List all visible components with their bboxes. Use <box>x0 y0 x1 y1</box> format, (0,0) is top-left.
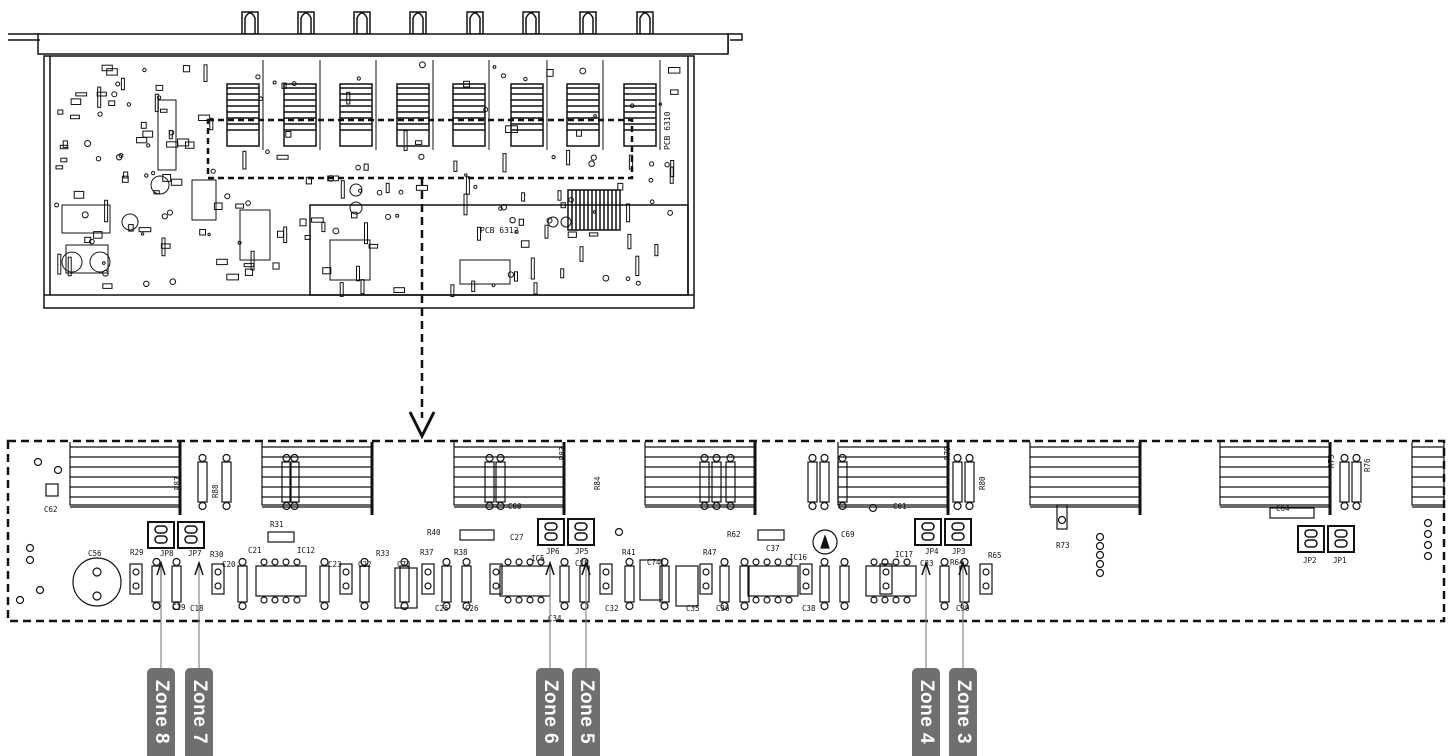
label-r76: R76 <box>1363 458 1372 472</box>
knob-6 <box>522 11 540 35</box>
zone-label: Zone 3 <box>953 679 974 745</box>
knob-5 <box>466 11 484 35</box>
zone-label: Zone 6 <box>540 679 561 745</box>
label-c21: C21 <box>248 546 262 555</box>
zone-label: Zone 5 <box>576 679 597 745</box>
label-c74: C74 <box>647 558 661 567</box>
label-ic16: IC16 <box>789 553 808 562</box>
label-r75: R75 <box>1327 454 1336 468</box>
pcb-label-vertical: PCB 6310 <box>663 111 672 150</box>
label-r29: R29 <box>130 548 144 557</box>
label-r31: R31 <box>270 520 284 529</box>
knob-7 <box>579 11 597 35</box>
label-jp3: JP3 <box>952 547 966 556</box>
label-c62: C62 <box>44 505 58 514</box>
label-r38: R38 <box>454 548 468 557</box>
label-c26: C26 <box>465 604 479 613</box>
zone-tab-4: Zone 5 <box>572 668 600 756</box>
zone-tab-5: Zone 4 <box>912 668 940 756</box>
label-c25: C25 <box>435 604 449 613</box>
label-c73: C73 <box>397 560 411 569</box>
zone-tab-6: Zone 3 <box>949 668 977 756</box>
knob-4 <box>409 11 427 35</box>
label-r83: R83 <box>558 446 567 460</box>
zone-pointers <box>156 560 968 670</box>
knob-8 <box>636 11 654 35</box>
label-c20: C20 <box>222 560 236 569</box>
label-jp2: JP2 <box>1303 556 1317 565</box>
label-jp4: JP4 <box>925 547 939 556</box>
large-heatsink <box>567 189 621 231</box>
zone-label: Zone 7 <box>189 679 210 745</box>
label-r33: R33 <box>376 549 390 558</box>
chassis-outline <box>43 55 695 309</box>
label-c37: C37 <box>766 544 780 553</box>
detail-components <box>15 453 1433 611</box>
label-c23: C23 <box>328 560 342 569</box>
label-jp1: JP1 <box>1333 556 1347 565</box>
capacitor-c56 <box>72 557 122 607</box>
label-c36: C36 <box>716 604 730 613</box>
top-heatsinks <box>226 60 661 150</box>
label-jp7: JP7 <box>188 549 202 558</box>
label-r84: R84 <box>593 476 602 490</box>
zone-tab-3: Zone 6 <box>536 668 564 756</box>
zone-label: Zone 4 <box>916 679 937 745</box>
detail-frame <box>6 439 1446 623</box>
label-c18: C18 <box>190 604 204 613</box>
label-c56: C56 <box>88 549 102 558</box>
label-r73: R73 <box>1056 541 1070 550</box>
label-r80: R80 <box>978 476 987 490</box>
label-c27: C27 <box>510 533 524 542</box>
label-r65: R65 <box>988 551 1002 560</box>
label-r62: R62 <box>727 530 741 539</box>
label-ic5: IC5 <box>531 554 545 563</box>
label-r88: R88 <box>211 484 220 498</box>
label-r37: R37 <box>420 548 434 557</box>
zoom-connector <box>408 178 436 440</box>
front-panel <box>37 33 729 55</box>
knob-3 <box>353 11 371 35</box>
label-c35: C35 <box>686 604 700 613</box>
label-c34: C34 <box>548 614 562 623</box>
label-jp5: JP5 <box>575 547 589 556</box>
label-jp6: JP6 <box>546 547 560 556</box>
label-c32: C32 <box>605 604 619 613</box>
knob-2 <box>297 11 315 35</box>
zone-tab-2: Zone 7 <box>185 668 213 756</box>
detail-heatsinks <box>69 442 1445 515</box>
label-r30: R30 <box>210 550 224 559</box>
label-c60: C60 <box>508 502 522 511</box>
label-c28: C28 <box>575 559 589 568</box>
label-r47: R47 <box>703 548 717 557</box>
label-jp8: JP8 <box>160 549 174 558</box>
knob-row <box>241 11 654 35</box>
label-r87: R87 <box>173 476 182 490</box>
label-ic17: IC17 <box>895 550 913 559</box>
knob-1 <box>241 11 259 35</box>
unit-overview: PCB 6310 PCB 6312 <box>8 11 743 309</box>
label-c38: C38 <box>802 604 816 613</box>
label-c19: C19 <box>172 603 186 612</box>
arrow-down-icon <box>408 411 436 440</box>
label-c64: C64 <box>1276 504 1290 513</box>
zone-label: Zone 8 <box>151 679 172 745</box>
label-r79: R79 <box>943 446 952 460</box>
zone-tab-1: Zone 8 <box>147 668 175 756</box>
label-c61: C61 <box>893 502 907 511</box>
label-r40: R40 <box>427 528 441 537</box>
zoom-selection-box <box>206 118 634 180</box>
label-c22: C22 <box>358 560 372 569</box>
label-c69: C69 <box>841 530 855 539</box>
label-r41: R41 <box>622 548 636 557</box>
inner-board <box>309 204 689 296</box>
pcb-label-inner: PCB 6312 <box>480 226 519 235</box>
label-r64: R64 <box>950 558 964 567</box>
capacitor-c69 <box>812 529 838 555</box>
jumper-blocks <box>147 518 1355 553</box>
label-ic12: IC12 <box>297 546 315 555</box>
